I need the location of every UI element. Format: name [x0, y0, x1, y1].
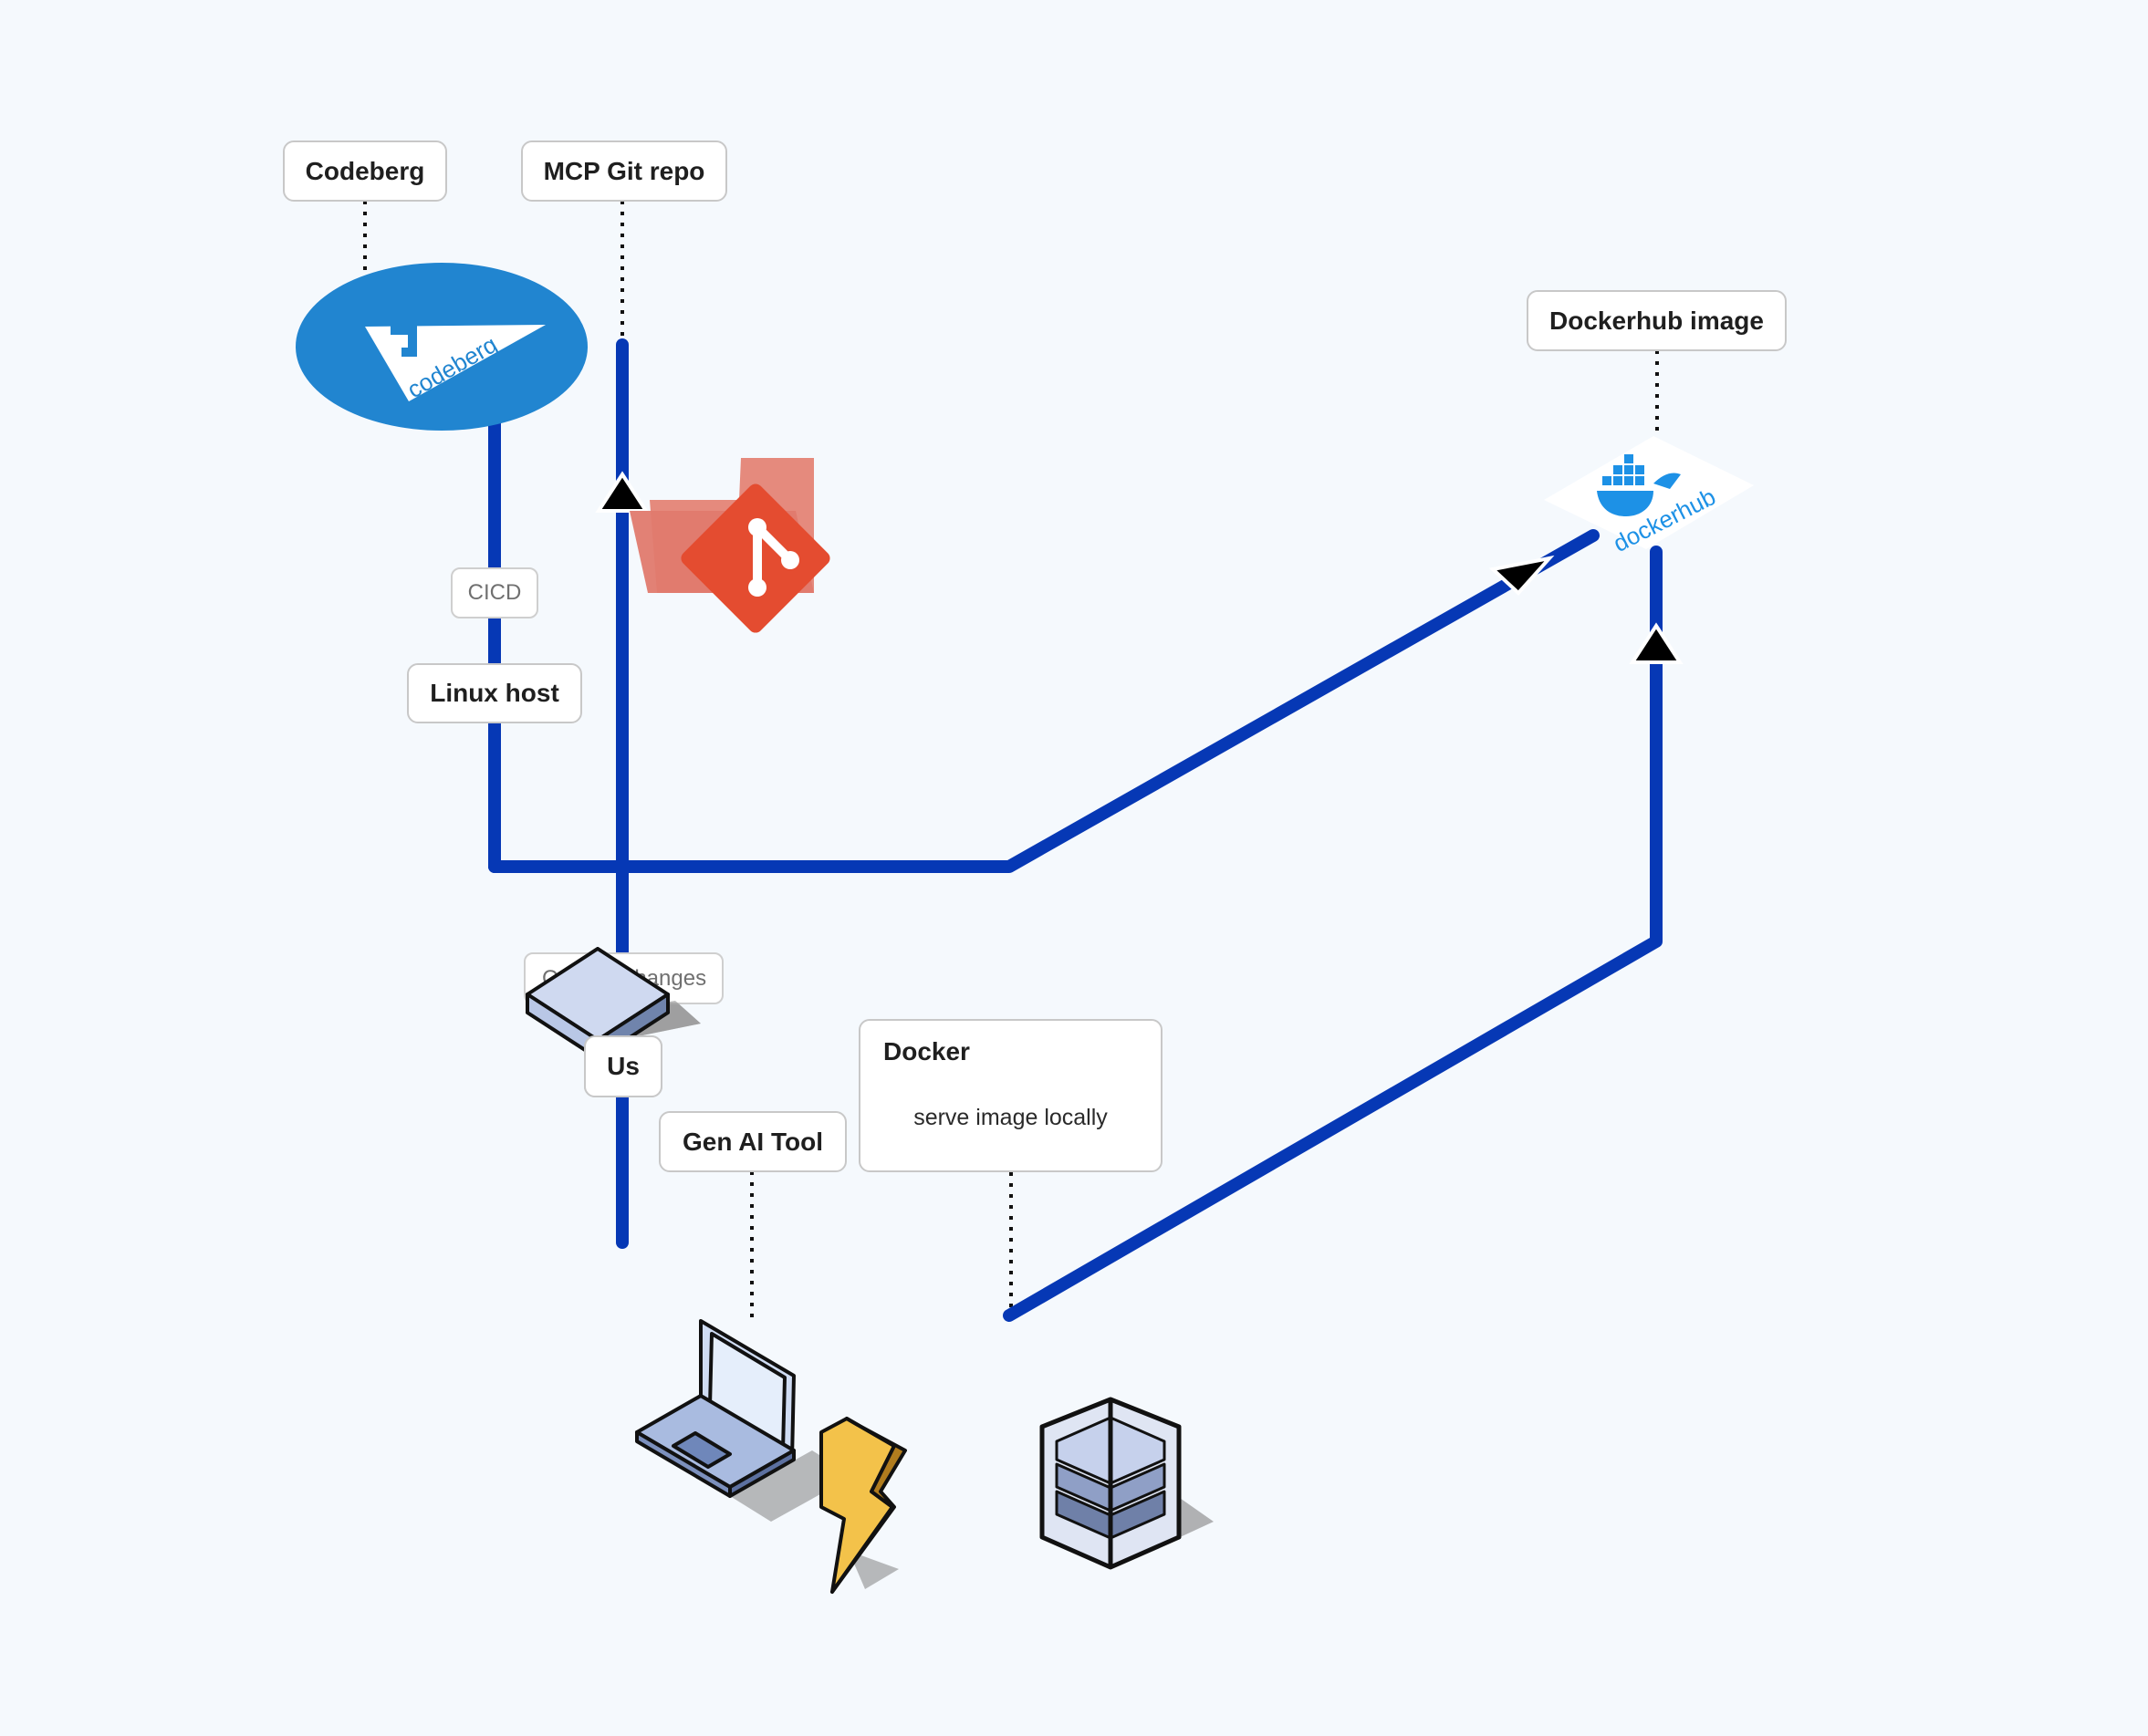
laptop-icon[interactable] [635, 1319, 853, 1522]
us-label-front: Us [584, 1035, 662, 1097]
linux-host-label[interactable]: Linux host [407, 663, 582, 723]
cicd-edge-label[interactable]: CICD [451, 567, 538, 619]
arrowhead-dockerhub-diagonal [1488, 555, 1555, 596]
dockerhub-image-label[interactable]: Dockerhub image [1527, 290, 1787, 351]
docker-node-box[interactable]: Docker serve image locally [859, 1019, 1163, 1172]
docker-subtitle: serve image locally [913, 1105, 1108, 1130]
arrowheads [595, 471, 1684, 664]
container-stack-icon[interactable] [1039, 1397, 1214, 1570]
gen-ai-tool-label[interactable]: Gen AI Tool [659, 1111, 847, 1172]
edge-docker-to-dockerhub[interactable] [1003, 546, 1663, 1322]
lightning-bolt-icon[interactable] [819, 1417, 907, 1594]
arrowhead-mcp-git [595, 471, 650, 513]
arrowhead-dockerhub-vertical [1629, 622, 1684, 664]
git-folder-icon[interactable] [630, 458, 833, 636]
codeberg-logo-icon[interactable]: codeberg [296, 263, 588, 431]
codeberg-label[interactable]: Codeberg [283, 140, 447, 202]
mcp-git-repo-label[interactable]: MCP Git repo [521, 140, 727, 202]
docker-title: Docker [883, 1037, 970, 1066]
edge-linux-host-to-dockerhub[interactable] [488, 529, 1600, 873]
